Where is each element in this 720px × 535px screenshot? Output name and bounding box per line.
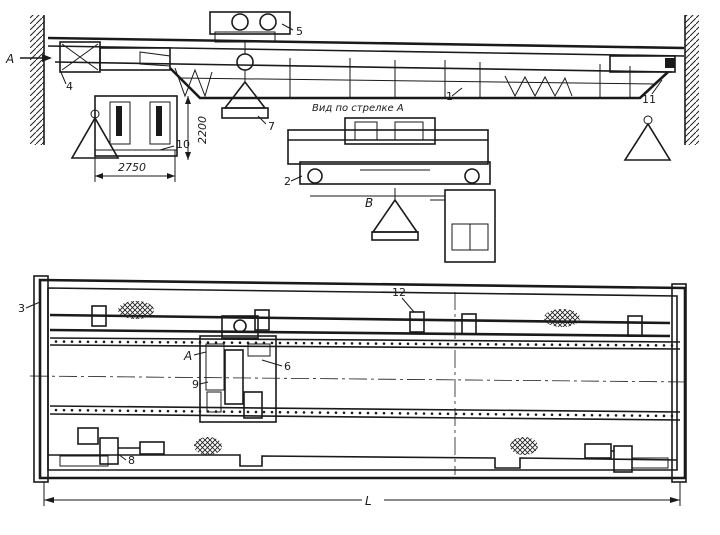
- side-elevation: A 2750 2200: [5, 11, 699, 182]
- callout-12: 12: [392, 286, 406, 299]
- arrow-b-label: B: [365, 196, 373, 210]
- rail-support: [91, 305, 643, 337]
- view-arrow-a: A: [5, 52, 52, 66]
- hatched-pad: [118, 301, 154, 319]
- view-caption: Вид по стрелке А: [312, 103, 404, 114]
- callout-1: 1: [446, 90, 453, 103]
- span-value: L: [365, 494, 372, 508]
- callout-5: 5: [296, 25, 303, 38]
- callout-6: 6: [284, 360, 291, 373]
- arrow-a-label: A: [5, 52, 14, 66]
- right-load: [623, 115, 672, 161]
- trolley-plan: [199, 315, 277, 423]
- hatched-pad: [544, 309, 580, 327]
- view-a: Вид по стрелке А B: [287, 103, 496, 263]
- left-wall: [30, 15, 44, 145]
- operator-cab: [94, 95, 178, 157]
- bridge-drive-right: [584, 443, 669, 473]
- callout-4: 4: [66, 80, 73, 93]
- main-girder: [47, 36, 685, 100]
- callout-a: A: [183, 349, 192, 363]
- rivet-rows: [54, 340, 674, 418]
- callout-8: 8: [128, 454, 135, 467]
- callout-10: 10: [176, 138, 190, 151]
- span-dimension: L: [43, 482, 681, 508]
- plan-view: L: [29, 275, 691, 508]
- callout-7: 7: [268, 120, 275, 133]
- hatched-pad: [194, 437, 222, 455]
- callout-11: 11: [642, 93, 656, 106]
- bridge-drive-left: [59, 427, 165, 467]
- right-wall: [685, 15, 699, 145]
- trolley-top: [209, 11, 291, 82]
- height-dimension: 2200: [185, 96, 209, 160]
- height-value: 2200: [196, 116, 209, 144]
- width-dimension: 2750: [94, 150, 176, 182]
- callout-2: 2: [284, 175, 291, 188]
- callout-9: 9: [192, 378, 199, 391]
- callouts: 1 2 3 4 5 6 7 8 9 10 11 12 A: [18, 23, 663, 467]
- callout-3: 3: [18, 302, 25, 315]
- width-value: 2750: [118, 161, 146, 174]
- hook-block: [221, 80, 269, 119]
- hatched-pad: [510, 437, 538, 455]
